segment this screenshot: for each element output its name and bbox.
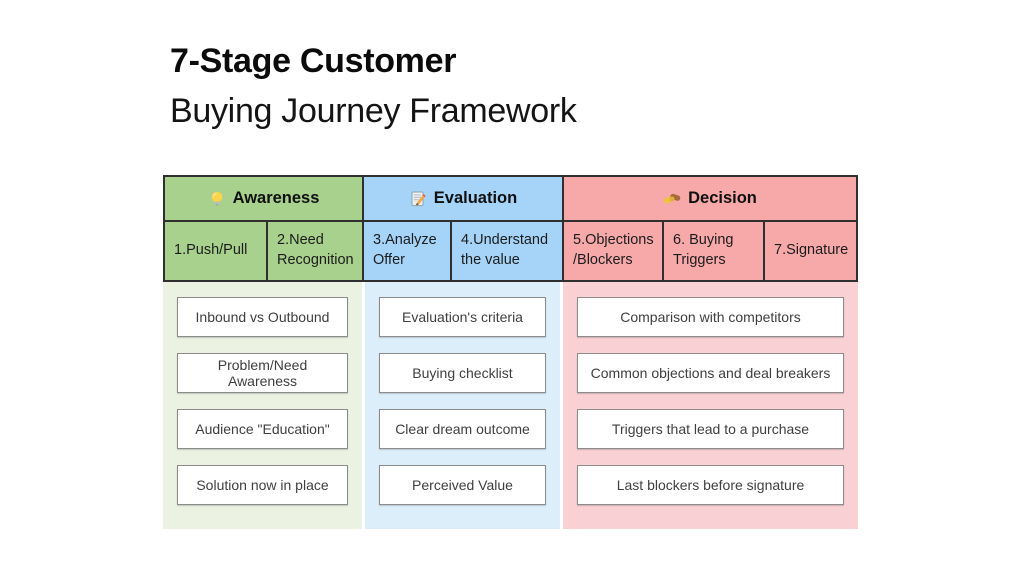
page-title: 7-Stage Customer Buying Journey Framewor… [170, 36, 577, 136]
item-card: Perceived Value [379, 465, 546, 505]
item-card: Buying checklist [379, 353, 546, 393]
title-line-1: 7-Stage Customer [170, 42, 457, 80]
column-header-evaluation: Evaluation [364, 177, 562, 220]
column-header-label: Awareness [232, 189, 320, 207]
column-header-label: Evaluation [433, 189, 518, 207]
item-card: Problem/Need Awareness [177, 353, 348, 393]
stage-cell-3: 3.Analyze Offer [364, 222, 450, 280]
stage-cell-6: 6. Buying Triggers [664, 222, 763, 280]
stage-cell-4: 4.Understand the value [452, 222, 562, 280]
column-header-decision: Decision [564, 177, 856, 220]
column-header-label: Decision [688, 189, 757, 207]
item-card: Inbound vs Outbound [177, 297, 348, 337]
stage-cell-7: 7.Signature [765, 222, 856, 280]
handshake-icon [663, 190, 681, 208]
journey-table: Awareness Evaluation [163, 175, 858, 282]
item-card: Common objections and deal breakers [577, 353, 844, 393]
evaluation-items-column: Evaluation's criteria Buying checklist C… [362, 282, 560, 529]
item-card: Clear dream outcome [379, 409, 546, 449]
stage-cell-1: 1.Push/Pull [165, 222, 266, 280]
column-header-awareness: Awareness [165, 177, 362, 220]
item-card: Solution now in place [177, 465, 348, 505]
item-card: Last blockers before signature [577, 465, 844, 505]
item-card: Audience "Education" [177, 409, 348, 449]
decision-items-column: Comparison with competitors Common objec… [560, 282, 858, 529]
item-card: Evaluation's criteria [379, 297, 546, 337]
lightbulb-icon [208, 190, 226, 208]
journey-body: Inbound vs Outbound Problem/Need Awarene… [163, 282, 858, 529]
stage-cell-5: 5.Objections /Blockers [564, 222, 662, 280]
item-card: Triggers that lead to a purchase [577, 409, 844, 449]
stage-cell-2: 2.Need Recognition [268, 222, 362, 280]
awareness-items-column: Inbound vs Outbound Problem/Need Awarene… [163, 282, 362, 529]
memo-icon [409, 190, 427, 208]
title-line-2: Buying Journey Framework [170, 92, 577, 130]
item-card: Comparison with competitors [577, 297, 844, 337]
